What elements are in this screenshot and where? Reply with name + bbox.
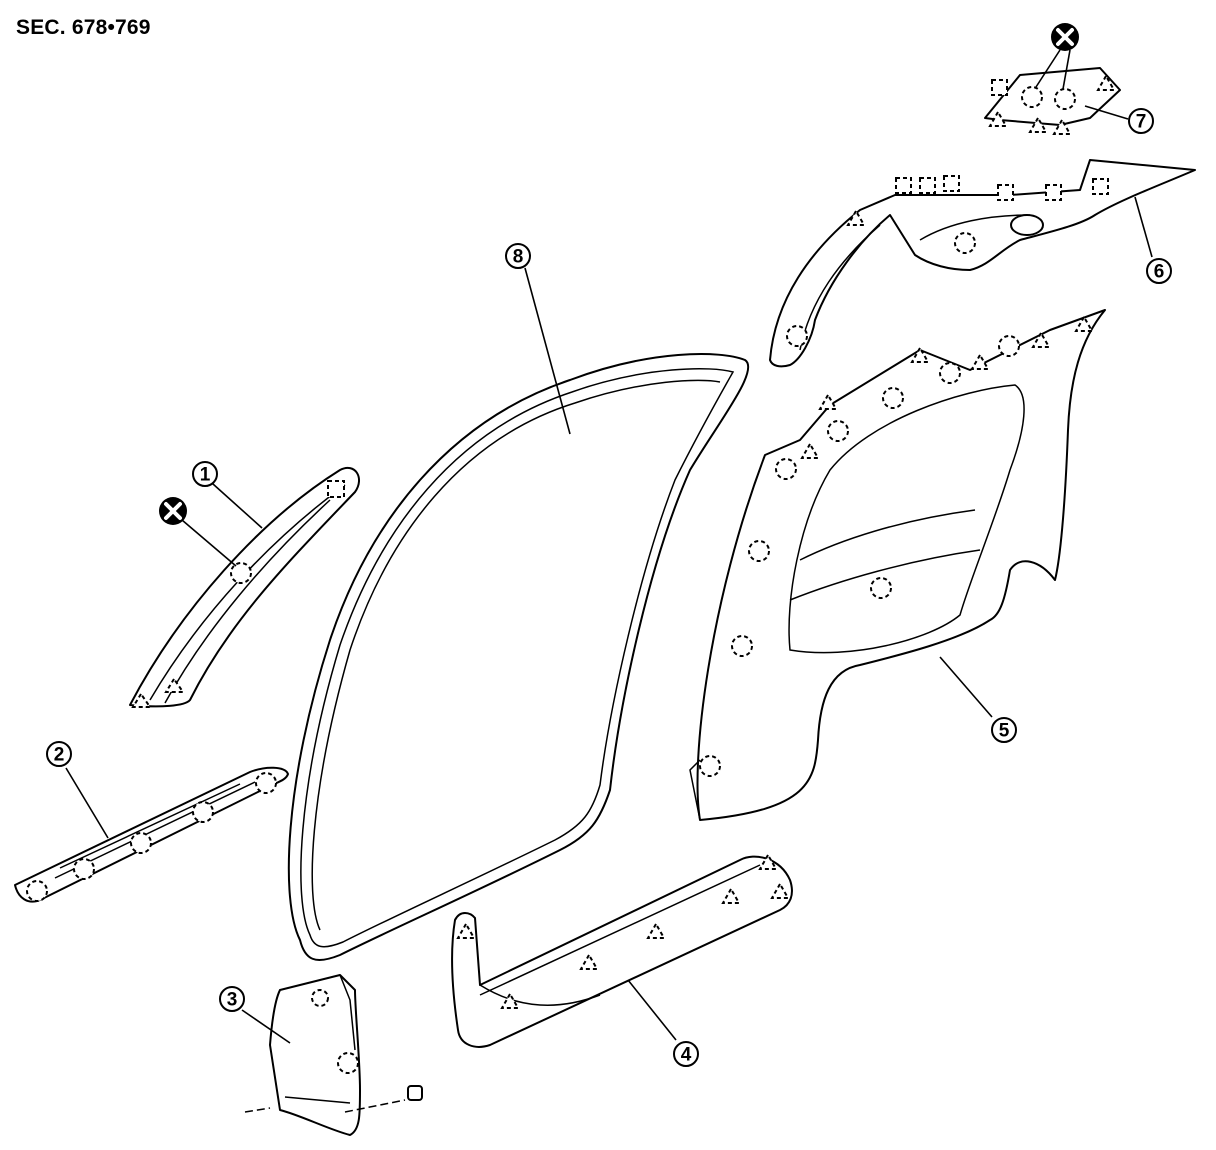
clip-circle-icon	[731, 635, 753, 657]
clip-circle-icon	[954, 232, 976, 254]
clip-triangle-icon	[500, 991, 520, 1009]
clip-triangle-icon	[579, 952, 599, 970]
clip-circle-icon	[255, 772, 277, 794]
svg-text:5: 5	[999, 721, 1010, 742]
no-reuse-icon	[159, 497, 187, 525]
upper-trim-clip-panel	[984, 67, 1121, 126]
clip-triangle-icon	[988, 109, 1008, 127]
clip-square-icon	[327, 480, 345, 498]
clip-triangle-icon	[164, 677, 185, 693]
callout-6: 6	[1146, 258, 1172, 284]
clip-triangle-icon	[910, 345, 930, 363]
clip-circle-icon	[699, 755, 721, 777]
clip-triangle-icon	[1028, 115, 1048, 133]
body-side-welt	[287, 353, 750, 961]
clip-square-icon	[943, 175, 960, 192]
section-label: SEC. 678•769	[16, 16, 151, 39]
clip-triangle-icon	[818, 392, 838, 410]
clip-circle-icon	[337, 1052, 359, 1074]
clip-circle-icon	[827, 420, 849, 442]
svg-text:6: 6	[1154, 262, 1165, 283]
svg-text:7: 7	[1136, 112, 1147, 133]
clip-circle-icon	[130, 832, 152, 854]
callout-2: 2	[46, 741, 72, 767]
rear-kicking-plate	[451, 855, 793, 1048]
clip-triangle-icon	[1074, 314, 1094, 332]
clip-triangle-icon	[846, 208, 866, 226]
clip-triangle-icon	[770, 881, 790, 899]
no-reuse-icon	[1051, 23, 1079, 51]
clip-circle-icon	[192, 801, 214, 823]
clip-triangle-icon	[721, 886, 741, 904]
clip-square-icon	[991, 79, 1008, 96]
clip-triangle-icon	[758, 852, 778, 870]
rear-side-finisher	[689, 309, 1106, 821]
clip-circle-icon	[230, 562, 252, 584]
clip-circle-icon	[26, 880, 48, 902]
callout-5: 5	[991, 717, 1017, 743]
clip-square-icon	[997, 184, 1014, 201]
clip-triangle-icon	[970, 352, 990, 370]
clip-circle-icon	[748, 540, 770, 562]
clip-triangle-icon	[456, 921, 476, 939]
clip-triangle-icon	[1052, 117, 1072, 135]
svg-text:1: 1	[200, 465, 211, 486]
dash-side-finisher	[244, 974, 406, 1136]
clip-triangle-icon	[1031, 330, 1051, 348]
clip-square-icon	[895, 177, 912, 194]
callout-1: 1	[192, 461, 218, 487]
clip-square-icon	[1045, 184, 1062, 201]
clip-circle-icon	[786, 325, 808, 347]
clip-triangle-icon	[131, 692, 152, 708]
svg-text:2: 2	[54, 745, 65, 766]
callout-3: 3	[219, 986, 245, 1012]
clip-circle-icon	[775, 458, 797, 480]
clip-square-icon	[1092, 178, 1109, 195]
clip-circle-icon	[939, 362, 961, 384]
callout-8: 8	[505, 243, 531, 269]
svg-text:3: 3	[227, 990, 238, 1011]
grommet-icon	[407, 1085, 423, 1101]
clip-triangle-icon	[646, 921, 666, 939]
clip-circle-icon	[1054, 88, 1076, 110]
callout-4: 4	[673, 1041, 699, 1067]
clip-circle-icon	[870, 577, 892, 599]
clip-circle-icon	[882, 387, 904, 409]
clip-circle-icon	[998, 335, 1020, 357]
hook-icon	[1010, 214, 1044, 236]
clip-circle-icon	[311, 989, 329, 1007]
svg-text:4: 4	[681, 1045, 692, 1066]
clip-triangle-icon	[800, 441, 820, 459]
clip-square-icon	[919, 177, 936, 194]
callout-7: 7	[1128, 108, 1154, 134]
clip-circle-icon	[73, 858, 95, 880]
svg-text:8: 8	[513, 247, 524, 268]
clip-circle-icon	[1021, 86, 1043, 108]
front-kicking-plate	[14, 766, 289, 903]
clip-triangle-icon	[1096, 73, 1116, 91]
upper-rear-pillar-finisher	[769, 159, 1196, 368]
